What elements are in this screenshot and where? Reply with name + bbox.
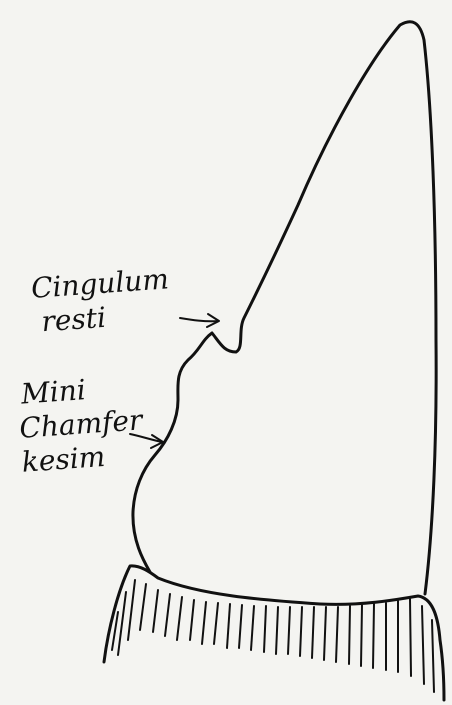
gum-hatching [112,580,434,692]
gum-outline [104,566,444,700]
chamfer-label: Mini Chamfer kesim [16,369,146,479]
cingulum-arrow [180,314,219,327]
cingulum-label: Cingulum resti [30,262,172,339]
tooth-outline [133,22,436,594]
